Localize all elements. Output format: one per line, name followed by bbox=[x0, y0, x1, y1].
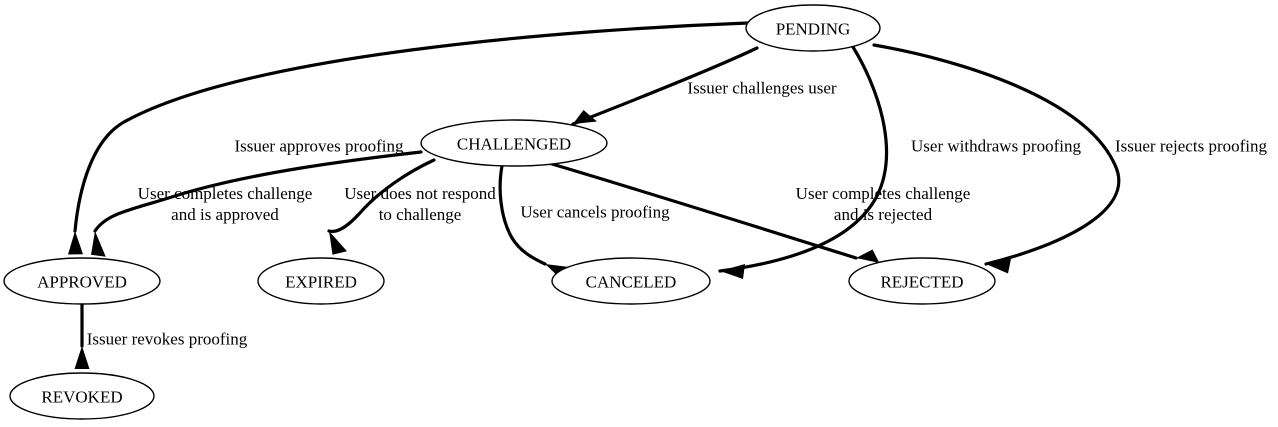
edge-challenged-to-rejected bbox=[550, 162, 880, 263]
node-label: APPROVED bbox=[37, 273, 127, 292]
state-node-expired[interactable]: EXPIRED bbox=[257, 257, 385, 305]
node-ellipse-shape bbox=[9, 372, 155, 420]
edge-arrowhead-icon bbox=[856, 249, 880, 263]
state-node-rejected[interactable]: REJECTED bbox=[848, 257, 996, 305]
edge-arrowhead-icon bbox=[573, 110, 597, 124]
edge-pending-to-approved bbox=[68, 21, 750, 255]
node-label: REJECTED bbox=[880, 273, 963, 292]
edge-pending-to-challenged bbox=[571, 46, 759, 126]
edge-line bbox=[93, 150, 423, 233]
edge-arrowhead-icon bbox=[74, 346, 90, 369]
state-node-canceled[interactable]: CANCELED bbox=[551, 257, 711, 305]
edge-pending-to-rejected bbox=[872, 43, 1121, 274]
edge-label: Issuer revokes proofing bbox=[87, 330, 248, 349]
node-label: CHALLENGED bbox=[457, 135, 571, 154]
edge-arrowhead-icon bbox=[329, 231, 347, 255]
edge-pending-to-canceled bbox=[718, 45, 889, 279]
node-ellipse-shape bbox=[3, 257, 161, 305]
state-node-revoked[interactable]: REVOKED bbox=[9, 372, 155, 420]
edge-arrowhead-icon bbox=[68, 231, 83, 255]
edge-arrowhead-icon bbox=[986, 258, 1011, 274]
edge-approved-to-revoked bbox=[74, 303, 90, 369]
node-label: EXPIRED bbox=[285, 273, 357, 292]
node-ellipse-shape bbox=[745, 4, 881, 52]
node-ellipse-shape bbox=[257, 257, 385, 305]
edge-label: Issuer challenges user bbox=[687, 79, 837, 98]
state-node-approved[interactable]: APPROVED bbox=[3, 257, 161, 305]
edge-arrowhead-icon bbox=[91, 231, 106, 257]
edge-line bbox=[872, 43, 1121, 266]
edge-line bbox=[73, 21, 750, 233]
edge-challenged-to-approved bbox=[91, 150, 423, 257]
edge-line bbox=[718, 45, 889, 273]
edge-label: User cancels proofing bbox=[520, 203, 670, 222]
edge-arrowhead-icon bbox=[720, 264, 745, 279]
edge-line bbox=[550, 162, 858, 260]
edge-label: User withdraws proofing bbox=[911, 137, 1081, 156]
edge-line bbox=[327, 158, 436, 234]
edge-challenged-to-canceled bbox=[498, 164, 569, 281]
edge-line bbox=[498, 164, 547, 266]
state-node-pending[interactable]: PENDING bbox=[745, 4, 881, 52]
node-label: CANCELED bbox=[586, 273, 677, 292]
node-label: REVOKED bbox=[41, 388, 122, 407]
state-node-challenged[interactable]: CHALLENGED bbox=[420, 119, 608, 167]
node-label: PENDING bbox=[776, 20, 851, 39]
node-ellipse-shape bbox=[420, 119, 608, 167]
nodes-layer: PENDING CHALLENGED APPROVED EXPIRED CANCELED… bbox=[3, 4, 996, 420]
edge-challenged-to-expired bbox=[327, 158, 436, 255]
edge-label: Issuer rejects proofing bbox=[1115, 137, 1268, 156]
edge-line bbox=[571, 46, 759, 126]
node-ellipse-shape bbox=[551, 257, 711, 305]
edge-label: Issuer approves proofing bbox=[234, 137, 404, 156]
node-ellipse-shape bbox=[848, 257, 996, 305]
